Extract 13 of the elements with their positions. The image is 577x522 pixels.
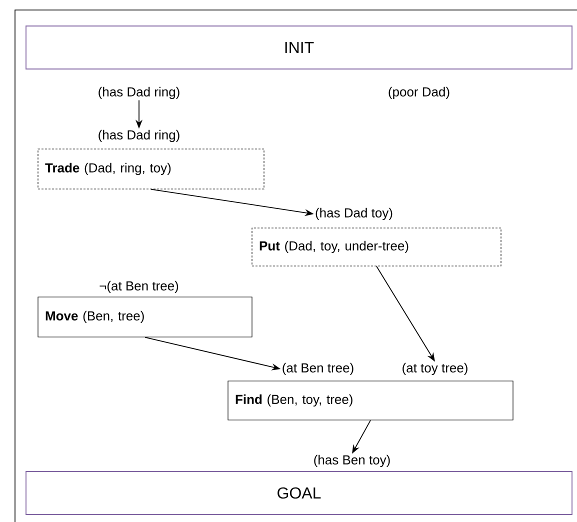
condition-text: (has Dad ring)	[98, 130, 180, 142]
condition-text: (has Dad ring)	[98, 86, 180, 100]
action-box: Move (Ben, tree)	[38, 296, 252, 338]
action-box: Put (Dad, toy, under-tree)	[252, 228, 502, 266]
condition-text: (at toy tree)	[402, 362, 468, 376]
condition-text: (has Dad toy)	[316, 208, 392, 220]
condition-text: (has Ben toy)	[314, 454, 390, 468]
action-box: Trade (Dad, ring, toy)	[38, 148, 264, 190]
condition-text: (at Ben tree)	[282, 362, 354, 376]
stage-band: GOAL	[26, 471, 572, 515]
condition-text: (poor Dad)	[388, 86, 450, 100]
action-box: Find (Ben, toy, tree)	[228, 380, 514, 420]
stage-band: INIT	[26, 26, 572, 70]
